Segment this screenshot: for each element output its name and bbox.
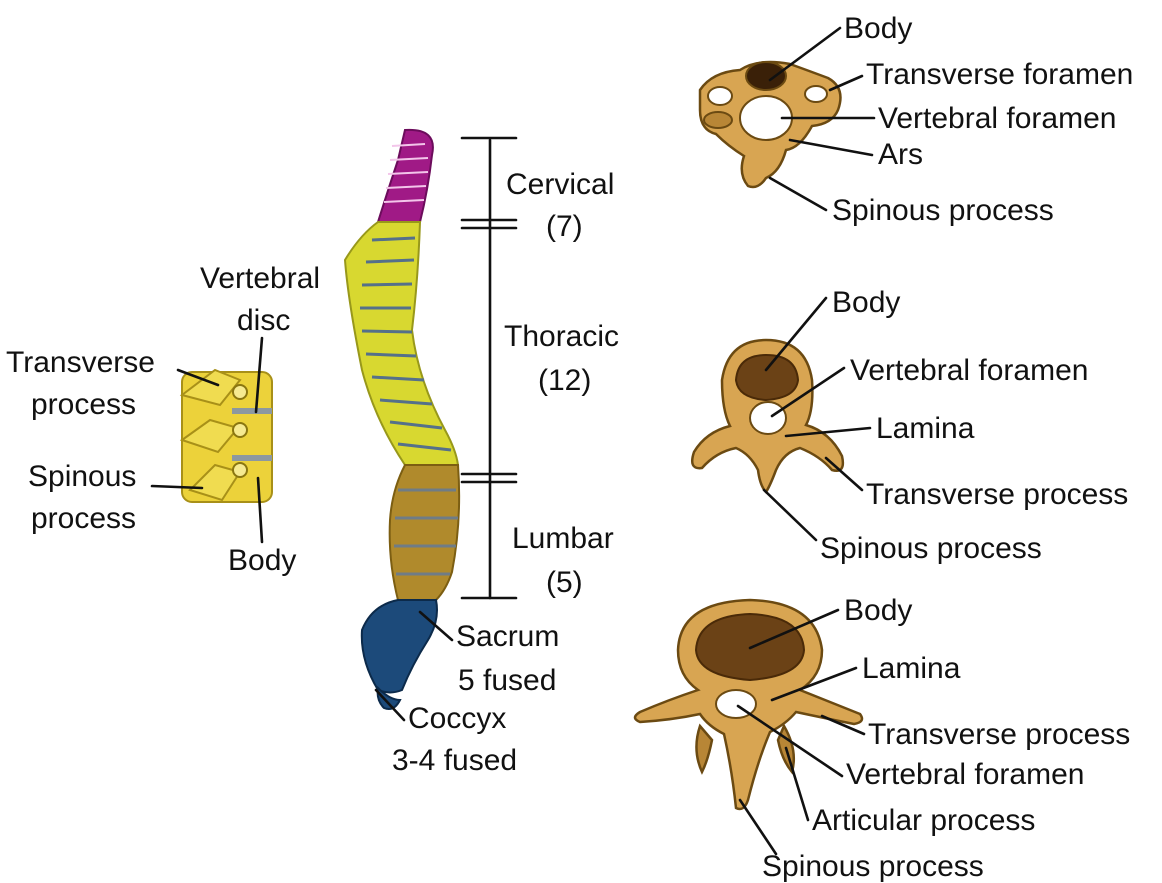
lumbar-vertebra-illustration — [635, 600, 862, 809]
label-lumbar-transverse-process: Transverse process — [868, 718, 1130, 751]
label-cervical: Cervical — [506, 168, 614, 201]
label-vertebral-disc-line1: Vertebral — [200, 262, 320, 295]
label-cervical-vertebral-foramen: Vertebral foramen — [878, 102, 1116, 135]
leader-thoracic-spinous-process — [764, 490, 816, 540]
label-thoracic-count: (12) — [538, 364, 591, 397]
label-cervical-body: Body — [844, 12, 912, 45]
label-lumbar-articular-process: Articular process — [812, 804, 1035, 837]
label-lumbar-body: Body — [844, 594, 912, 627]
label-spinous-process-line2: process — [31, 502, 136, 535]
label-transverse-process-line2: process — [31, 388, 136, 421]
leader-lumbar-articular-process — [786, 748, 808, 820]
label-cervical-count: (7) — [546, 210, 583, 243]
label-lumbar: Lumbar — [512, 522, 614, 555]
label-thoracic-transverse-process: Transverse process — [866, 478, 1128, 511]
label-vertebral-disc-line2: disc — [237, 304, 290, 337]
thoracic-vertebra-labels: Body Vertebral foramen Lamina Transverse… — [764, 286, 1128, 565]
label-spinous-process-line1: Spinous — [28, 460, 136, 493]
label-lumbar-lamina: Lamina — [862, 652, 961, 685]
label-coccyx: Coccyx — [408, 702, 506, 735]
label-lumbar-spinous-process: Spinous process — [762, 850, 984, 883]
label-cervical-ars: Ars — [878, 138, 923, 171]
region-bracket — [462, 138, 516, 598]
label-transverse-process-line1: Transverse — [6, 346, 155, 379]
label-cervical-spinous-process: Spinous process — [832, 194, 1054, 227]
label-thoracic-body: Body — [832, 286, 900, 319]
thoracic-vertebra-illustration — [692, 340, 843, 492]
label-coccyx-detail: 3-4 fused — [392, 744, 517, 777]
leader-lumbar-spinous-process — [740, 800, 776, 854]
leader-cervical-ars — [790, 140, 872, 155]
label-body: Body — [228, 544, 296, 577]
label-thoracic-spinous-process: Spinous process — [820, 532, 1042, 565]
label-sacrum: Sacrum — [456, 620, 559, 653]
label-thoracic-lamina: Lamina — [876, 412, 975, 445]
label-lumbar-count: (5) — [546, 566, 583, 599]
label-cervical-transverse-foramen: Transverse foramen — [866, 58, 1133, 91]
label-sacrum-detail: 5 fused — [458, 664, 556, 697]
leader-coccyx — [376, 690, 404, 720]
label-thoracic-vertebral-foramen: Vertebral foramen — [850, 354, 1088, 387]
label-thoracic: Thoracic — [504, 320, 619, 353]
label-lumbar-vertebral-foramen: Vertebral foramen — [846, 758, 1084, 791]
spinal-column — [345, 130, 459, 709]
leader-cervical-spinous-process — [770, 178, 826, 210]
